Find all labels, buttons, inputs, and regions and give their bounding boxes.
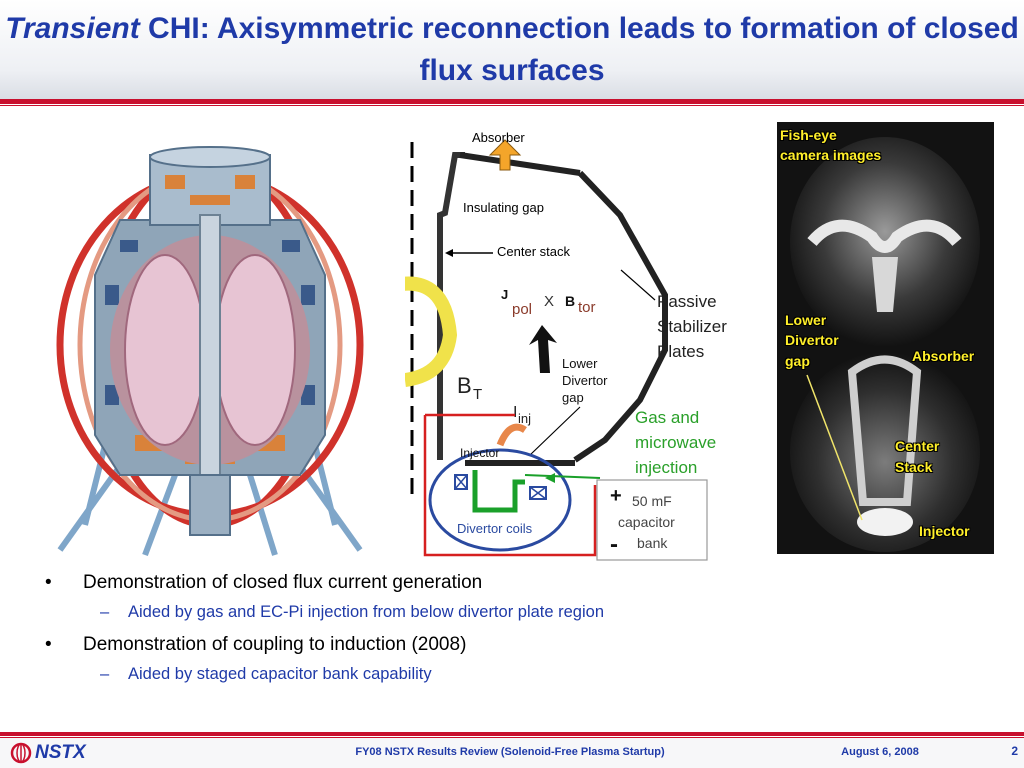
label-capacitor: capacitor [618, 514, 675, 530]
sub-bullet-text: Aided by gas and EC-Pi injection from be… [128, 603, 605, 621]
cam-label-stack: Stack [895, 459, 933, 475]
cam-label-absorber: Absorber [912, 348, 975, 364]
camera-title-line2: camera images [780, 147, 882, 163]
footer-divider-thin [0, 737, 1024, 738]
label-absorber: Absorber [472, 130, 525, 145]
sub-bullet-item: – Aided by gas and EC-Pi injection from … [40, 600, 980, 624]
footer-divider [0, 732, 1024, 736]
label-divertor: Divertor [562, 373, 608, 388]
bullet-text: Demonstration of closed flux current gen… [83, 572, 483, 593]
label-minus: - [610, 531, 618, 558]
label-injection: injection [635, 458, 697, 477]
sub-bullet-mark: – [100, 665, 110, 683]
label-insulating-gap: Insulating gap [463, 200, 544, 215]
footer-date: August 6, 2008 [841, 746, 919, 758]
cam-label-divertor: Divertor [785, 332, 839, 348]
bullet-list: • Demonstration of closed flux current g… [40, 570, 980, 686]
label-stabilizer: Stabilizer [657, 317, 727, 336]
label-j: J [501, 287, 508, 302]
label-x: X [544, 293, 554, 310]
device-cutaway-illustration [56, 146, 364, 557]
cam-label-gap: gap [785, 353, 810, 369]
bullet-text: Demonstration of coupling to induction (… [83, 634, 467, 655]
nstx-logo-icon [10, 742, 32, 764]
cam-label-lower: Lower [785, 312, 827, 328]
label-plus: + [610, 485, 622, 507]
cam-label-center: Center [895, 438, 940, 454]
sub-bullet-item: – Aided by staged capacitor bank capabil… [40, 662, 980, 686]
page-title: Transient CHI: Axisymmetric reconnection… [0, 8, 1024, 92]
sub-bullet-text: Aided by staged capacitor bank capabilit… [128, 665, 432, 683]
label-bt: B [457, 373, 472, 398]
chi-schematic-figure: Absorber Insulating gap Center stack J p… [393, 125, 775, 565]
label-gap: gap [562, 390, 584, 405]
bullet-mark: • [45, 572, 52, 593]
label-i: I [513, 404, 517, 421]
label-b: B [565, 293, 575, 309]
label-inj: inj [518, 411, 531, 426]
label-center-stack: Center stack [497, 244, 570, 259]
label-gas: Gas and [635, 408, 699, 427]
bullet-mark: • [45, 634, 52, 655]
device-cutaway-figure [25, 145, 393, 563]
title-rest: CHI: Axisymmetric reconnection leads to … [139, 12, 1019, 87]
cam-label-injector: Injector [919, 523, 970, 539]
title-divider [0, 99, 1024, 104]
label-50mf: 50 mF [632, 493, 672, 509]
camera-images-panel: Fish-eye camera images Lower Divertor ga… [777, 122, 994, 554]
label-injector: Injector [460, 446, 499, 460]
chi-schematic-diagram: Absorber Insulating gap Center stack J p… [393, 130, 727, 561]
title-divider-thin [0, 105, 1024, 106]
nstx-logo: NSTX [10, 742, 86, 764]
footer-bar [0, 738, 1024, 768]
title-italic: Transient [5, 12, 140, 45]
label-divertor-coils: Divertor coils [457, 521, 533, 536]
label-microwave: microwave [635, 433, 716, 452]
camera-images-illustration [790, 137, 980, 552]
label-bank: bank [637, 535, 668, 551]
label-plates: Plates [657, 342, 704, 361]
logo-text: NSTX [35, 742, 86, 763]
label-passive: Passive [657, 292, 717, 311]
label-tor: tor [578, 299, 596, 316]
page-number: 2 [1011, 744, 1018, 758]
label-lower: Lower [562, 356, 598, 371]
footer-title: FY08 NSTX Results Review (Solenoid-Free … [355, 746, 665, 758]
sub-bullet-mark: – [100, 603, 110, 621]
label-bt-sub: T [473, 386, 482, 403]
title-bar [0, 0, 1024, 100]
camera-title-line1: Fish-eye [780, 127, 837, 143]
bullet-item: • Demonstration of coupling to induction… [40, 632, 980, 658]
label-pol: pol [512, 301, 532, 318]
bullet-item: • Demonstration of closed flux current g… [40, 570, 980, 596]
